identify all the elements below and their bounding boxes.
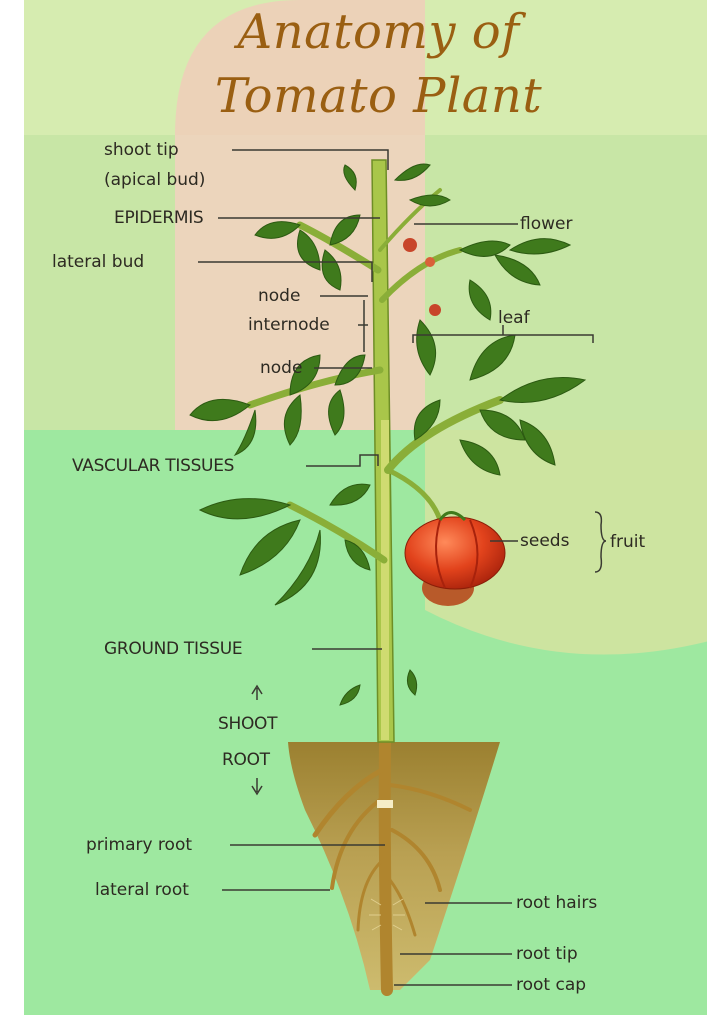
label-root-cap: root cap [516, 975, 586, 995]
label-fruit: fruit [610, 532, 645, 552]
label-shoot: SHOOT [218, 714, 277, 734]
label-ground-tissue: GROUND TISSUE [104, 639, 242, 659]
label-root-hairs: root hairs [516, 893, 597, 913]
label-apical-bud: (apical bud) [104, 170, 205, 190]
primary-root [385, 742, 387, 990]
label-lateral-root: lateral root [95, 880, 189, 900]
label-vascular-tissues: VASCULAR TISSUES [72, 456, 234, 476]
label-node-upper: node [258, 286, 300, 306]
label-flower: flower [520, 214, 572, 234]
root-band [377, 800, 393, 808]
label-epidermis: EPIDERMIS [114, 208, 203, 228]
frame-left [0, 0, 24, 1015]
label-node-lower: node [260, 358, 302, 378]
label-root: ROOT [222, 750, 270, 770]
title-line-2: Tomato Plant [22, 70, 713, 122]
frame-right [707, 0, 713, 1015]
label-primary-root: primary root [86, 835, 192, 855]
label-lateral-bud: lateral bud [52, 252, 144, 272]
label-internode: internode [248, 315, 330, 335]
label-leaf: leaf [498, 308, 530, 328]
label-shoot-tip: shoot tip [104, 140, 179, 160]
label-root-tip: root tip [516, 944, 578, 964]
label-seeds: seeds [520, 531, 569, 551]
title-line-1: Anatomy of [22, 6, 713, 58]
